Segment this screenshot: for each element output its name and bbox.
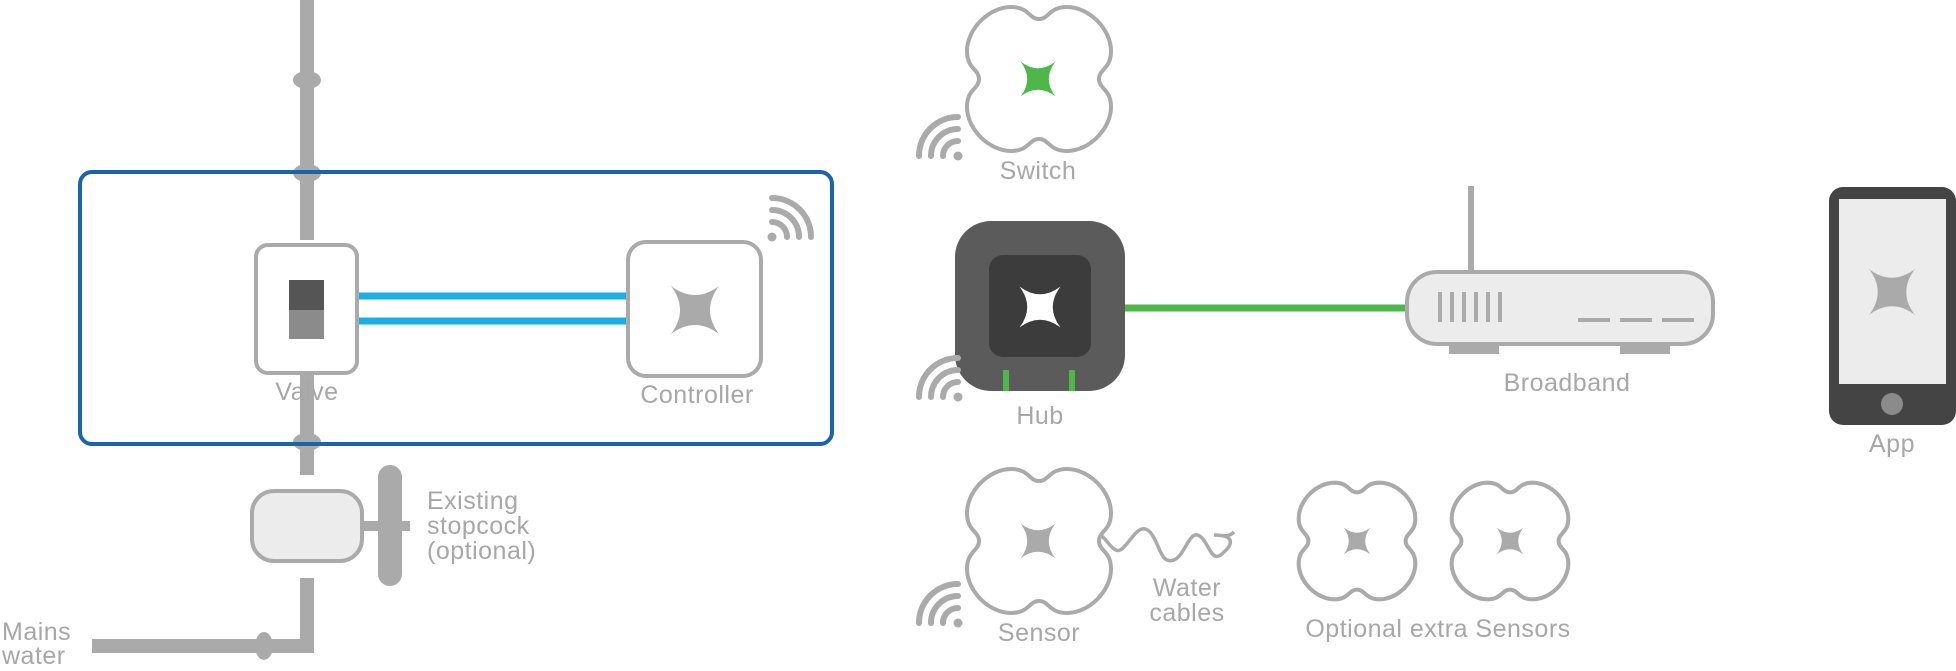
controller-label: Controller — [640, 381, 753, 409]
wifi-icon — [919, 358, 963, 402]
optional-sensor-2 — [1452, 483, 1569, 600]
optional-extra-sensors-label: Optional extra Sensors — [1305, 615, 1570, 643]
phone-home-button — [1881, 393, 1903, 415]
broadband-label: Broadband — [1504, 369, 1631, 397]
installation-enclosure — [78, 170, 834, 446]
water-cables-label-1: Water — [1153, 574, 1221, 602]
wifi-icon — [767, 195, 814, 242]
stopcock-handle — [378, 465, 402, 586]
mains-water-pipe — [92, 0, 314, 653]
hub — [955, 221, 1125, 391]
app-label: App — [1869, 430, 1915, 458]
valve-handle-bottom — [289, 310, 324, 339]
mains-water-label-2: water — [1, 642, 66, 670]
valve-label: Valve — [275, 378, 338, 406]
valve-handle-top — [289, 280, 324, 310]
hub-port-left — [1003, 370, 1009, 391]
broadband-router — [1405, 186, 1715, 354]
valve-controller-cables — [358, 292, 627, 325]
existing-stopcock — [250, 465, 410, 586]
controller — [626, 240, 763, 378]
x-logo-icon — [671, 286, 719, 334]
switch-label: Switch — [1000, 157, 1077, 185]
wifi-icon — [919, 584, 963, 628]
sensor-label: Sensor — [998, 619, 1080, 647]
existing-stopcock-label-3: (optional) — [427, 537, 536, 565]
wifi-icon — [919, 117, 963, 161]
existing-stopcock-label-2: stopcock — [427, 512, 530, 540]
water-cables — [1089, 527, 1236, 563]
mains-water-label-1: Mains — [2, 618, 71, 646]
router-vents — [1438, 292, 1502, 322]
hub-label: Hub — [1016, 402, 1063, 430]
existing-stopcock-label-1: Existing — [427, 487, 519, 515]
app-phone — [1829, 187, 1956, 425]
hub-port-right — [1069, 370, 1075, 391]
switch — [965, 5, 1113, 153]
water-cables-label-2: cables — [1149, 599, 1224, 627]
optional-sensor-1 — [1299, 483, 1416, 600]
sensor — [965, 467, 1113, 615]
valve — [254, 243, 359, 375]
